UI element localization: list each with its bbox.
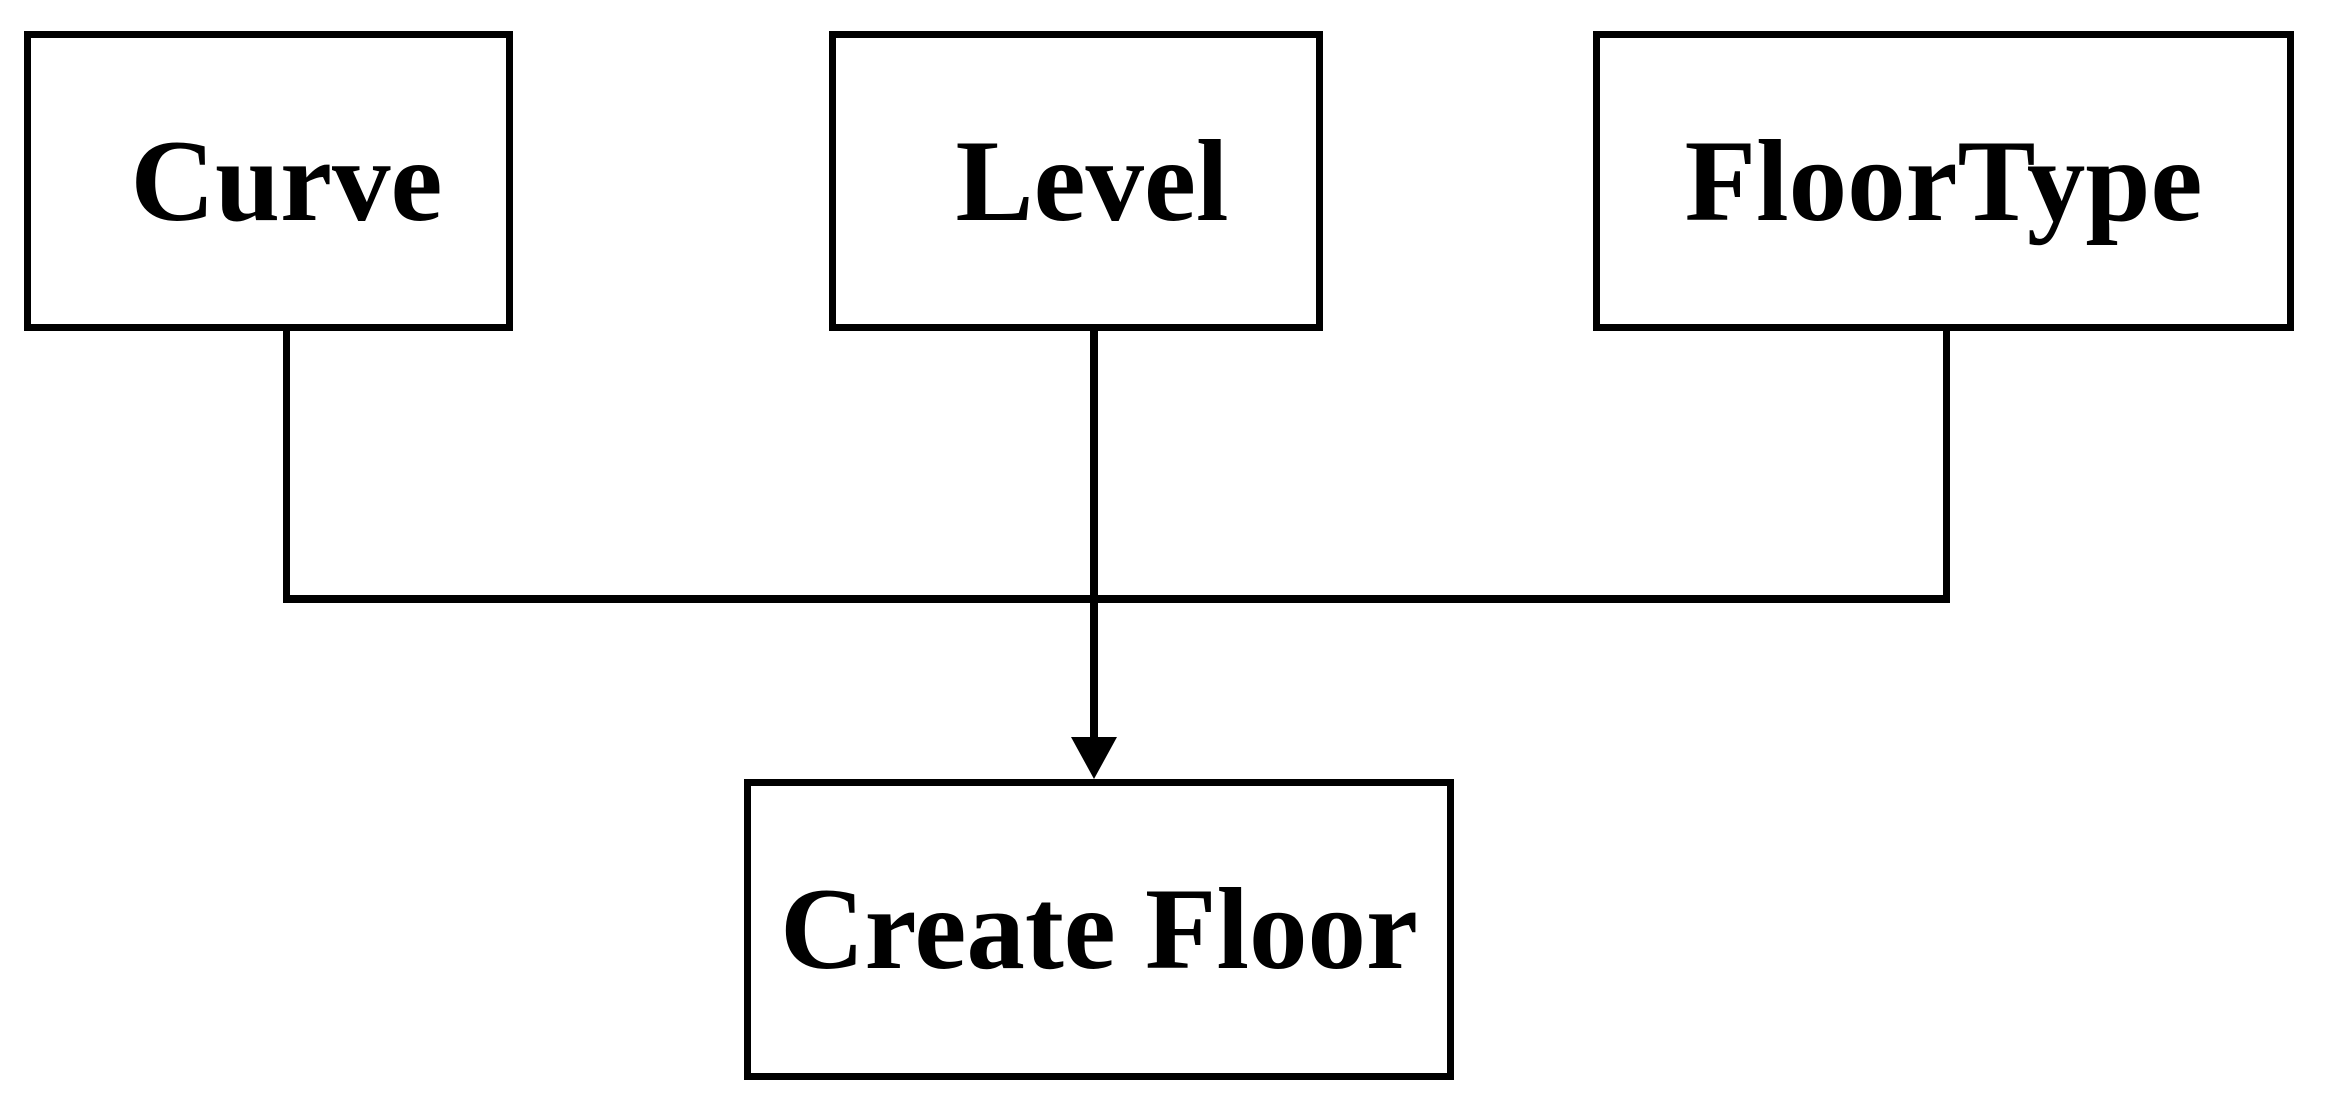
- node-floortype: FloorType: [1593, 31, 2294, 331]
- node-floortype-label: FloorType: [1684, 116, 2203, 246]
- node-create-floor-label: Create Floor: [780, 865, 1418, 994]
- edge-level-arrow-shaft-line: [1090, 331, 1098, 745]
- arrow-down-icon: [1071, 737, 1117, 779]
- node-curve: Curve: [24, 31, 513, 331]
- edge-merge-horizontal-line: [283, 595, 1950, 603]
- node-level: Level: [829, 31, 1323, 331]
- node-level-label: Level: [955, 116, 1229, 246]
- edge-curve-drop-line: [283, 331, 290, 603]
- node-curve-label: Curve: [130, 116, 443, 246]
- node-create-floor: Create Floor: [744, 779, 1454, 1080]
- edge-floortype-drop-line: [1943, 331, 1950, 603]
